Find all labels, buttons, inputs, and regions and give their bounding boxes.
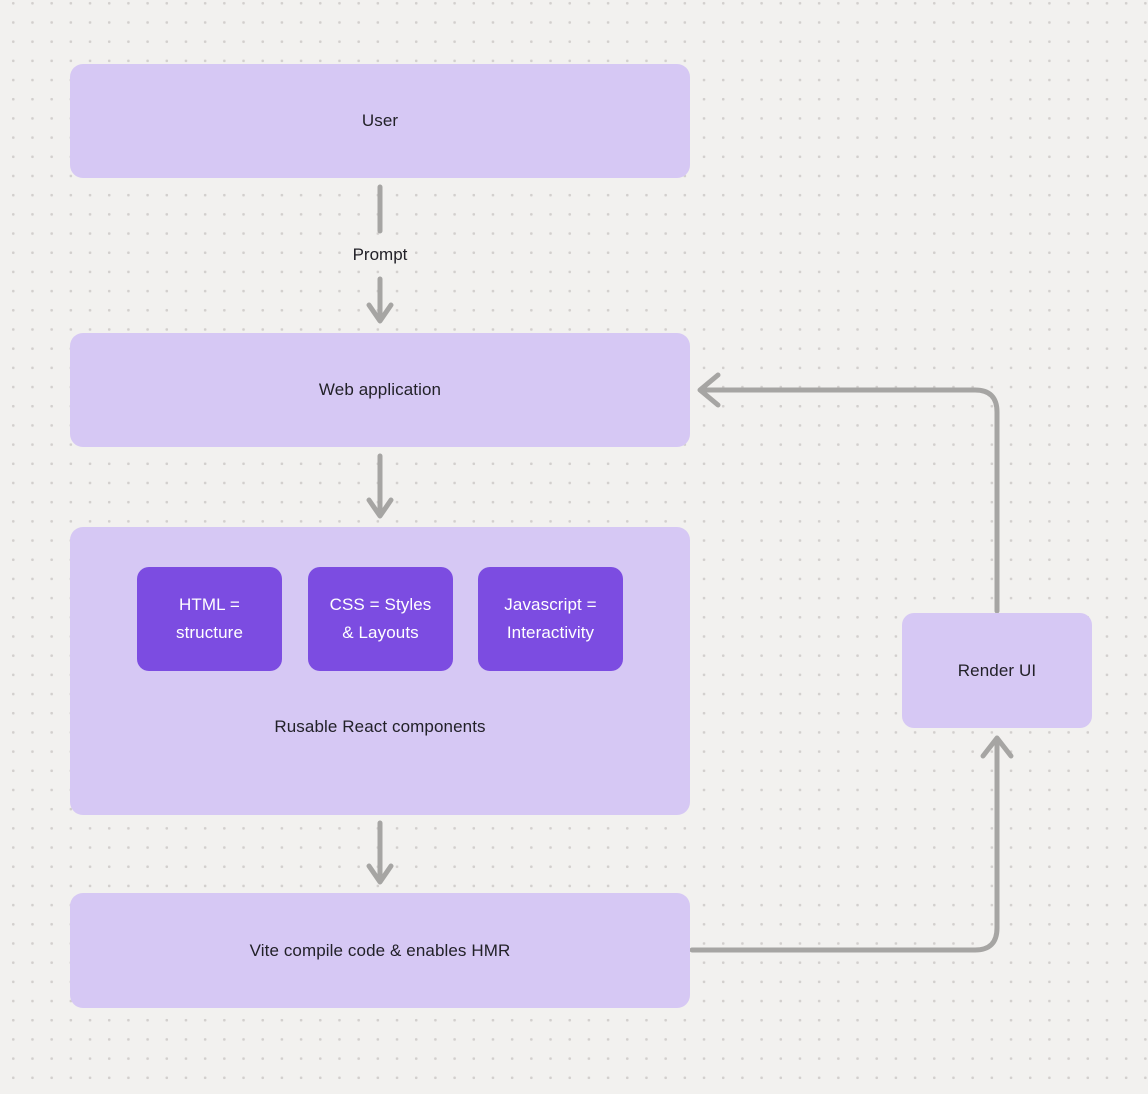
arrowhead-up-icon [980,735,1014,759]
node-web-application-label: Web application [318,380,442,399]
chip-javascript-label: Javascript = Interactivity [504,595,597,642]
connector-user-to-web[interactable] [366,184,394,324]
node-user[interactable]: User [70,64,690,178]
arrowhead-left-icon [697,372,721,408]
chip-html-label: HTML = structure [175,595,244,642]
connector-vite-to-render-ui-line[interactable] [689,739,1000,953]
node-user-label: User [361,111,399,130]
node-render-ui[interactable]: Render UI [902,613,1092,728]
connector-components-to-vite[interactable] [366,820,394,885]
edge-label-prompt[interactable]: Prompt [352,245,408,264]
node-vite-label: Vite compile code & enables HMR [249,940,511,960]
arrowhead-down-icon [366,863,394,885]
node-react-components[interactable]: HTML = structure CSS = Styles & Layouts … [70,527,690,815]
arrowhead-down-icon [366,302,394,324]
chip-html[interactable]: HTML = structure [137,567,282,671]
connector-render-ui-to-web-line[interactable] [700,387,1000,614]
chip-javascript[interactable]: Javascript = Interactivity [478,567,623,671]
node-web-application[interactable]: Web application [70,333,690,447]
chip-css-label: CSS = Styles & Layouts [329,595,432,642]
node-render-ui-label: Render UI [957,660,1037,680]
node-vite[interactable]: Vite compile code & enables HMR [70,893,690,1008]
connector-render-ui-to-web[interactable] [697,372,1000,614]
connector-web-to-components[interactable] [366,453,394,519]
connector-vite-to-render-ui[interactable] [689,735,1014,953]
chip-css[interactable]: CSS = Styles & Layouts [308,567,453,671]
node-react-components-caption: Rusable React components [274,717,486,736]
arrowhead-down-icon [366,497,394,519]
